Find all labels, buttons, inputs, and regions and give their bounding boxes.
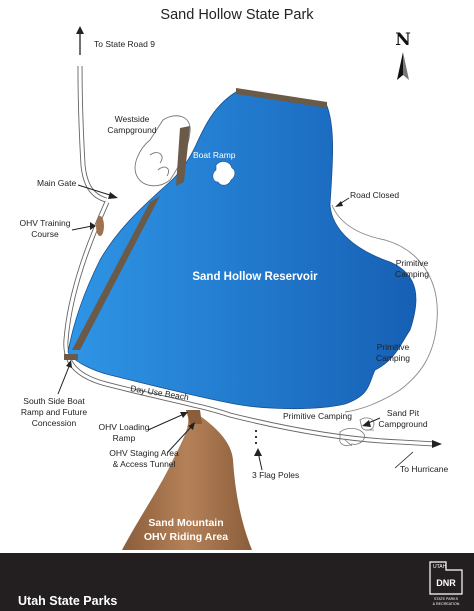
westside-campground-label-1: Westside: [115, 114, 150, 124]
logo-top-text: UTAH: [433, 564, 447, 570]
westside-campground-area: [134, 115, 191, 187]
ohv-training-label-1: OHV Training: [19, 218, 70, 228]
map-title: Sand Hollow State Park: [160, 7, 314, 23]
ohv-training-course-marker: [96, 216, 104, 236]
ohv-training-label-2: Course: [31, 229, 59, 239]
logo-bottom-text-2: & RECREATION: [433, 602, 460, 606]
north-label: N: [395, 30, 411, 50]
primitive-camping-east-label-2: Camping: [395, 269, 429, 279]
road-closed-label: Road Closed: [350, 190, 399, 200]
to-state-road-9-label: To State Road 9: [94, 39, 155, 49]
primitive-camping-south-label-2: Camping: [376, 353, 410, 363]
ohv-loading-label-2: Ramp: [113, 433, 136, 443]
east-primitive-road: [331, 204, 438, 413]
ohv-loading-label-1: OHV Loading: [98, 422, 149, 432]
boat-ramp-label: Boat Ramp: [193, 150, 236, 160]
sand-pit-campground-area: [339, 417, 375, 447]
main-gate-label: Main Gate: [37, 178, 76, 188]
sand-pit-label-1: Sand Pit: [387, 408, 420, 418]
road-to-state-road-9: [76, 26, 107, 203]
primitive-camping-south-label-1: Primitive: [377, 342, 410, 352]
south-side-label-2: Ramp and Future: [21, 407, 87, 417]
north-dam: [236, 88, 327, 108]
reservoir: [67, 91, 417, 410]
island: [212, 161, 236, 186]
ohv-loading-ramp-marker: [186, 410, 202, 424]
west-road: [63, 200, 442, 448]
south-side-label-3: Concession: [32, 418, 77, 428]
south-side-boat-ramp-marker: [64, 354, 78, 360]
sand-mountain-label-2: OHV Riding Area: [144, 531, 228, 543]
south-side-label-1: South Side Boat: [23, 396, 85, 406]
to-hurricane-leader: [394, 451, 414, 469]
footer-bar: Utah State Parks: [0, 553, 474, 611]
west-dam: [72, 196, 160, 350]
flag-poles-marker: [254, 429, 258, 445]
to-hurricane-label: To Hurricane: [400, 464, 448, 474]
sand-pit-label-2: Campground: [378, 419, 427, 429]
primitive-camping-east-label-1: Primitive: [396, 258, 429, 268]
logo-mid-text: DNR: [436, 578, 456, 588]
logo-bottom-text-1: STATE PARKS: [434, 597, 459, 601]
sand-mountain-label-1: Sand Mountain: [148, 517, 223, 529]
boat-ramp-structure: [176, 126, 190, 186]
flag-poles-label: 3 Flag Poles: [252, 470, 299, 480]
westside-campground-label-2: Campground: [107, 125, 156, 135]
dnr-logo: UTAH DNR STATE PARKS & RECREATION: [429, 561, 463, 606]
sand-mountain-ohv-area: [122, 416, 252, 550]
footer-title: Utah State Parks: [18, 594, 118, 608]
north-arrow-icon: N: [395, 30, 411, 80]
ohv-staging-label-2: & Access Tunnel: [113, 459, 176, 469]
primitive-camping-road-label: Primitive Camping: [283, 411, 352, 421]
reservoir-label: Sand Hollow Reservoir: [192, 271, 318, 283]
main-gate-arrow: [77, 184, 114, 197]
ohv-staging-label-1: OHV Staging Area: [109, 448, 179, 458]
